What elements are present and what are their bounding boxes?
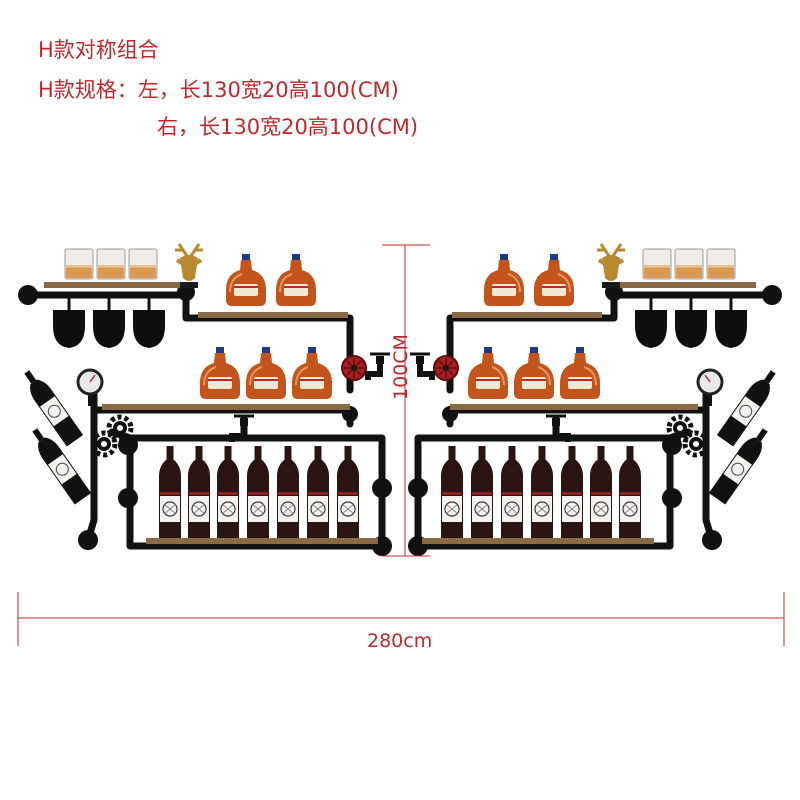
width-dimension-line — [17, 592, 785, 646]
title: H款对称组合 — [38, 38, 159, 62]
left-rack-unit — [18, 244, 392, 556]
spec-line-left: H款规格：左，长130宽20高100(CM) — [38, 78, 399, 102]
height-dimension-line — [382, 244, 430, 557]
width-dimension-label: 280cm — [367, 630, 433, 652]
spec-line-right: 右，长130宽20高100(CM) — [157, 115, 419, 139]
right-rack-unit — [408, 244, 782, 556]
height-dimension-label: 100CM — [390, 334, 412, 400]
